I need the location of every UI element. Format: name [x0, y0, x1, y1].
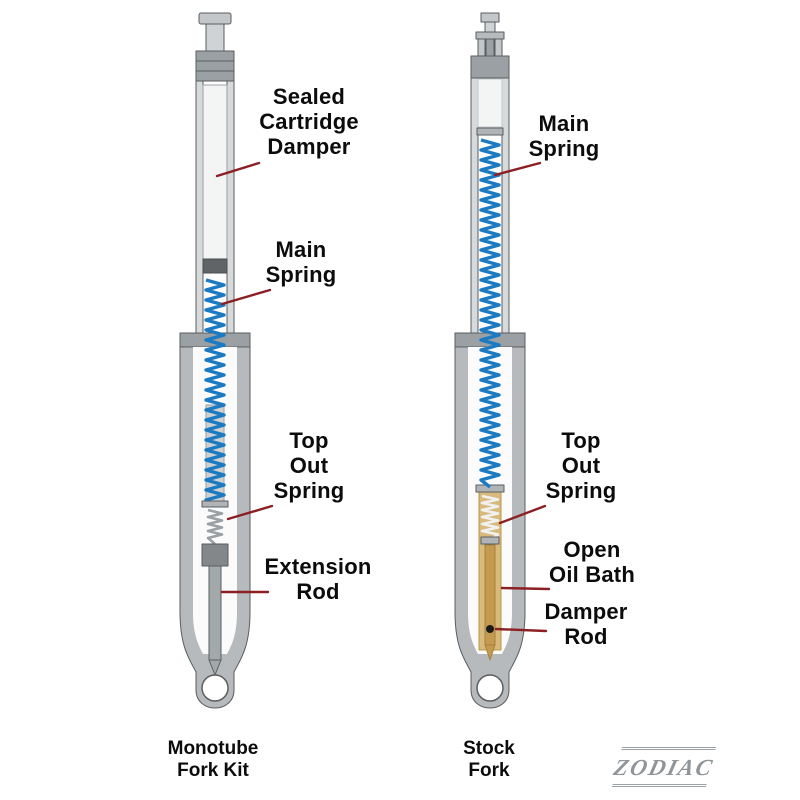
- label-top-out-spring-left: Top Out Spring: [273, 428, 345, 504]
- leader-damper-rod: [494, 627, 548, 633]
- zodiac-logo-text: ZODIAC: [611, 754, 717, 780]
- stock-main-spring: [479, 138, 501, 489]
- monotube-top-out-spring: [206, 508, 224, 545]
- stock-top-cap: [470, 12, 510, 79]
- monotube-main-spring: [204, 278, 226, 506]
- caption-monotube-fork-kit: Monotube Fork Kit: [167, 738, 259, 782]
- spring-seat-washer: [201, 500, 229, 508]
- leader-main-spring-right: [493, 161, 542, 177]
- label-damper-rod: Damper Rod: [544, 599, 628, 650]
- monotube-top-cap: [195, 12, 235, 82]
- label-sealed-cartridge-damper: Sealed Cartridge Damper: [259, 84, 359, 160]
- monotube-fork-illustration: [179, 12, 251, 709]
- stock-inner-tube: [470, 77, 510, 334]
- monotube-outer-leg: [179, 332, 251, 709]
- damper-rod: [484, 544, 496, 661]
- label-top-out-spring-right: Top Out Spring: [545, 428, 617, 504]
- label-extension-rod: Extension Rod: [264, 554, 372, 605]
- leader-sealed-cartridge-damper: [215, 161, 261, 178]
- leader-top-out-spring-right: [498, 504, 547, 525]
- leader-top-out-spring-left: [226, 504, 274, 521]
- label-main-spring-left: Main Spring: [265, 237, 337, 288]
- label-open-oil-bath: Open Oil Bath: [549, 537, 635, 588]
- stock-axle-eyelet: [476, 674, 504, 702]
- caption-stock-fork: Stock Fork: [463, 738, 515, 782]
- zodiac-logo: ZODIAC: [611, 747, 717, 787]
- label-main-spring-right: Main Spring: [528, 111, 600, 162]
- leader-lines: [215, 161, 551, 633]
- extension-rod: [208, 565, 222, 676]
- stock-fork-illustration: [454, 12, 526, 709]
- seal-head: [201, 543, 229, 567]
- stock-top-out-spring: [480, 494, 500, 542]
- damper-rod-dot: [486, 625, 494, 633]
- monotube-axle-eyelet: [201, 674, 229, 702]
- damper-rod-nut: [480, 536, 500, 545]
- leader-open-oil-bath: [500, 586, 551, 591]
- leader-main-spring-left: [220, 288, 272, 306]
- cartridge-damper: [202, 84, 228, 274]
